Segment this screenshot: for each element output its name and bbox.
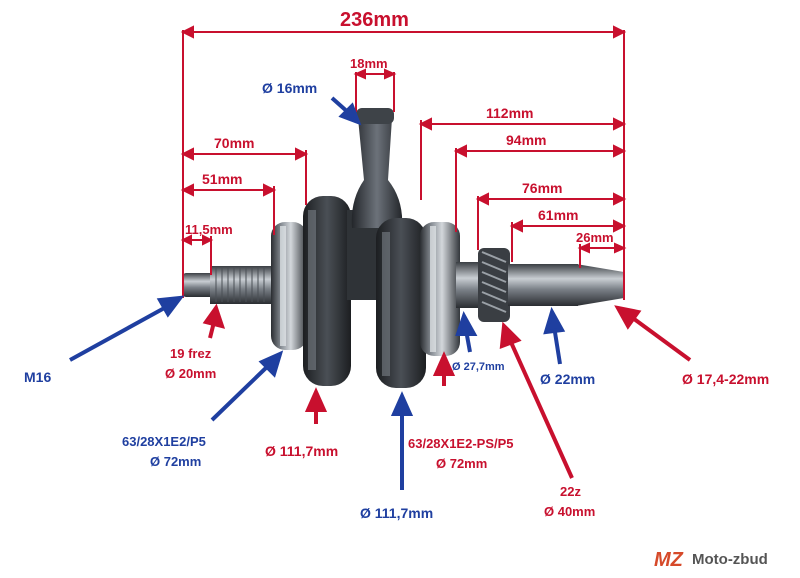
dim-76: 76mm xyxy=(522,180,562,196)
label-spline-count: 19 frez xyxy=(170,346,212,361)
label-right-flywheel-diameter: Ø 111,7mm xyxy=(360,505,433,521)
left-thread-end xyxy=(183,273,213,297)
right-bearing xyxy=(420,222,460,356)
dim-11-5: 11,5mm xyxy=(185,222,233,237)
dim-overall-length: 236mm xyxy=(340,9,409,31)
label-spline-diameter: Ø 20mm xyxy=(165,366,216,381)
gear-teeth xyxy=(481,251,507,313)
label-thread: M16 xyxy=(24,369,51,385)
journal xyxy=(456,262,482,308)
dim-112: 112mm xyxy=(486,105,533,121)
label-left-flywheel-diameter: Ø 111,7mm xyxy=(265,443,338,459)
rod-small-end xyxy=(356,108,394,124)
spline-grooves xyxy=(215,268,265,302)
dim-70: 70mm xyxy=(214,135,254,151)
dim-rod-width: 18mm xyxy=(350,56,388,71)
label-left-bearing-code: 63/28X1E2/P5 xyxy=(122,434,206,449)
right-shaft xyxy=(508,264,578,306)
brand-logo: MZ Moto-zbud xyxy=(654,549,768,571)
label-taper-diameter: Ø 17,4-22mm xyxy=(682,371,769,387)
label-gear-diameter: Ø 40mm xyxy=(544,504,595,519)
dim-61: 61mm xyxy=(538,207,578,223)
left-spline-shaft xyxy=(210,266,272,304)
taper-end xyxy=(576,264,624,306)
label-journal-diameter: Ø 27,7mm xyxy=(452,361,505,373)
label-left-bearing-diameter: Ø 72mm xyxy=(150,454,201,469)
logo-text: Moto-zbud xyxy=(692,551,768,568)
label-shaft-diameter: Ø 22mm xyxy=(540,371,595,387)
left-bearing xyxy=(271,222,307,350)
right-bearing-highlight xyxy=(430,226,436,352)
right-flywheel-rim xyxy=(382,232,390,376)
label-right-bearing-code: 63/28X1E2-PS/P5 xyxy=(408,436,514,451)
crankshaft-illustration xyxy=(183,108,624,388)
dim-26: 26mm xyxy=(576,230,614,245)
connecting-rod xyxy=(351,118,403,228)
dim-94: 94mm xyxy=(506,132,546,148)
label-rod-diameter: Ø 16mm xyxy=(262,80,317,96)
dim-51: 51mm xyxy=(202,171,242,187)
logo-mark: MZ xyxy=(654,549,684,571)
left-flywheel-rim xyxy=(308,210,316,370)
dimension-lines xyxy=(180,25,627,300)
annotation-arrows xyxy=(69,96,692,490)
label-gear-teeth: 22z xyxy=(560,484,581,499)
label-right-bearing-diameter: Ø 72mm xyxy=(436,456,487,471)
left-bearing-highlight xyxy=(280,226,286,346)
